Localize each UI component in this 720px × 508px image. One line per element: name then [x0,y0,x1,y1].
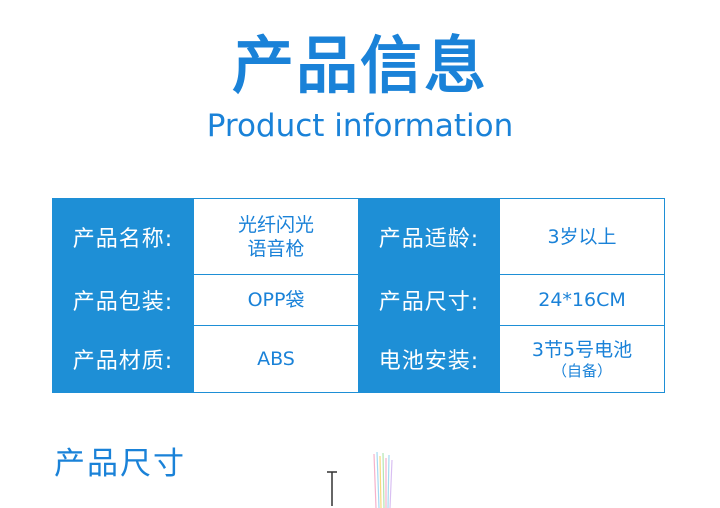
value-battery: 3节5号电池 （自备） [499,325,665,393]
value-line: 3节5号电池 [531,339,633,362]
page-title: 产品信息 [231,29,488,102]
value-line: 3岁以上 [547,225,617,248]
table-row: 产品包装: OPP袋 产品尺寸: 24*16CM [52,274,665,327]
label-age-range: 产品适龄: [358,197,500,276]
table-row: 产品材质: ABS 电池安装: 3节5号电池 （自备） [52,325,665,393]
value-age-range: 3岁以上 [499,197,665,276]
label-battery: 电池安装: [358,325,500,393]
label-size: 产品尺寸: [358,274,500,327]
value-size: 24*16CM [499,274,665,327]
value-line: 语音枪 [247,237,305,260]
section-title-size: 产品尺寸 [54,446,186,482]
value-packaging: OPP袋 [193,274,359,327]
value-material: ABS [193,325,359,393]
product-image-top [327,451,393,508]
value-line: OPP袋 [247,289,305,312]
page-subtitle: Product information [206,108,514,144]
label-packaging: 产品包装: [52,274,194,327]
value-line: ABS [257,348,295,371]
value-line: 24*16CM [538,289,626,312]
value-note: （自备） [551,362,612,381]
table-row: 产品名称: 光纤闪光 语音枪 产品适龄: 3岁以上 [52,197,665,276]
value-line: 光纤闪光 [237,213,314,236]
label-product-name: 产品名称: [52,197,194,276]
product-info-table: 产品名称: 光纤闪光 语音枪 产品适龄: 3岁以上 产品包装: OPP袋 产品尺… [52,197,665,393]
label-material: 产品材质: [52,325,194,393]
value-product-name: 光纤闪光 语音枪 [193,197,359,276]
